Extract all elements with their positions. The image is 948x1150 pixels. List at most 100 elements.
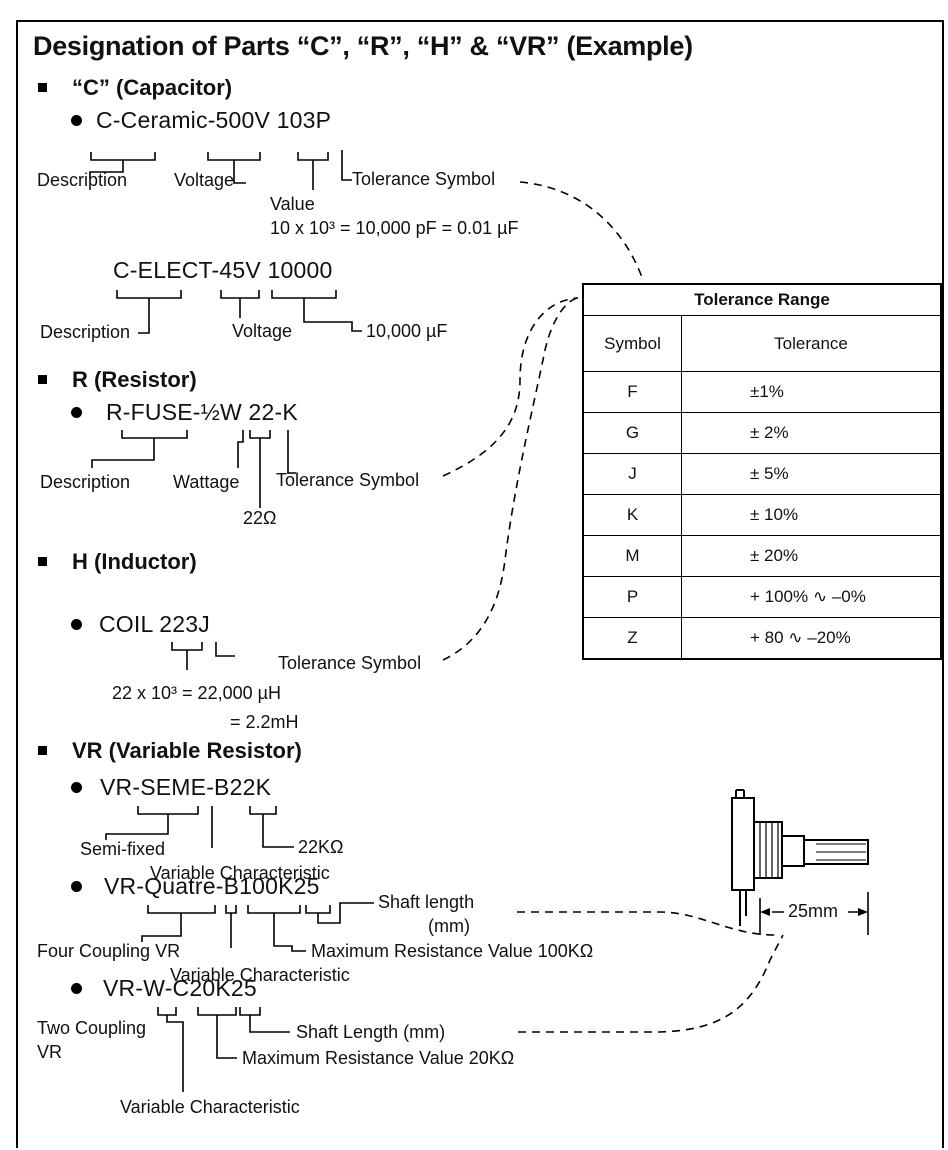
vr-seme-code: VR-SEME-B22K <box>100 774 272 800</box>
vr-quatre-max-label: Maximum Resistance Value 100KΩ <box>311 941 594 961</box>
leader-quatre-shaft <box>317 902 374 924</box>
vr-quatre-variable-label: Variable Characteristic <box>170 965 350 985</box>
ceramic-value-label: Value <box>270 194 315 214</box>
vr-seme-semi-label: Semi-fixed <box>80 839 166 859</box>
table-row: G ± 2% <box>582 412 942 454</box>
tolerance-cell: ±1% <box>681 371 942 413</box>
tolerance-table-title: Tolerance Range <box>582 283 942 316</box>
vr-w-variable-label: Variable Characteristic <box>120 1097 300 1117</box>
vr-w-shaft-label: Shaft Length (mm) <box>296 1022 446 1042</box>
leader-elect-value <box>303 298 362 332</box>
pot-terminals <box>739 890 747 926</box>
vr-w-two-label: Two Coupling <box>37 1018 147 1038</box>
bracket-seme-semi <box>137 806 199 815</box>
pot-nut <box>781 835 805 867</box>
bullet-dot <box>71 115 82 126</box>
leader-quatre-max <box>273 913 306 952</box>
bullet-dot <box>71 983 82 994</box>
pot-shaft <box>803 839 869 865</box>
bracket-coil-value <box>171 642 203 651</box>
coil-tolerance-label: Tolerance Symbol <box>278 653 422 673</box>
coil-calculation-mh: = 2.2mH <box>230 712 299 732</box>
bracket-ceramic-value <box>297 152 329 161</box>
bracket-w-max <box>197 1007 237 1016</box>
leader-seme-semi <box>105 814 169 840</box>
bracket-w-var <box>157 1007 177 1016</box>
tolerance-cell: ± 10% <box>681 494 942 536</box>
coil-calculation: 22 x 10³ = 22,000 µH <box>112 683 281 703</box>
bracket-quatre-shaft <box>305 905 331 914</box>
fuse-code: R-FUSE-½W 22-K <box>106 399 298 425</box>
leader-ceramic-voltage <box>233 160 246 184</box>
column-header-tolerance: Tolerance <box>681 315 942 372</box>
dash-ceramic-tol <box>519 181 644 281</box>
dash-fuse-tol <box>442 297 579 477</box>
tolerance-range-table: Tolerance Range Symbol Tolerance F ±1% G… <box>582 283 942 660</box>
page-frame <box>16 20 944 1148</box>
elect-value-label: 10,000 µF <box>366 321 448 341</box>
dash-coil-tol <box>442 296 581 661</box>
ceramic-code: C-Ceramic-500V 103P <box>96 107 332 133</box>
leader-w-shaft <box>249 1015 290 1033</box>
vr-quatre-code: VR-Quatre-B100K25 <box>104 873 320 899</box>
symbol-cell: Z <box>582 617 682 660</box>
vr-seme-variable-label: Variable Characteristic <box>150 863 330 883</box>
tolerance-cell: + 100% ∿ –0% <box>681 576 942 618</box>
leader-w-var <box>166 1015 184 1092</box>
leader-fuse-desc <box>91 438 155 468</box>
ceramic-voltage-label: Voltage <box>174 170 235 190</box>
fuse-wattage-label: Wattage <box>173 472 240 492</box>
fuse-value-label: 22Ω <box>243 508 277 528</box>
coil-code: COIL 223J <box>99 611 210 637</box>
leader-quatre-four <box>141 913 182 942</box>
symbol-cell: P <box>582 576 682 618</box>
dash-w-shaft <box>518 934 784 1033</box>
dash-quatre-shaft <box>517 911 776 936</box>
bracket-fuse-value <box>249 430 271 439</box>
vr-w-two-label-vr: VR <box>37 1042 63 1062</box>
leader-ceramic-tol <box>341 150 352 181</box>
bracket-quatre-max <box>247 905 301 914</box>
pot-body <box>731 797 755 891</box>
dim-arrow-right <box>858 908 868 916</box>
bracket-ceramic-voltage <box>207 152 261 161</box>
ceramic-tolerance-label: Tolerance Symbol <box>352 169 496 189</box>
ceramic-description-label: Description <box>37 170 128 190</box>
elect-description-label: Description <box>40 322 131 342</box>
leader-ceramic-desc <box>89 160 124 178</box>
section-vr-heading: VR (Variable Resistor) <box>72 738 302 763</box>
bracket-fuse-desc <box>121 430 188 439</box>
vr-quatre-shaft-label: Shaft length <box>378 892 475 912</box>
potentiometer-illustration <box>731 789 869 926</box>
vr-w-max-label: Maximum Resistance Value 20KΩ <box>242 1048 515 1068</box>
bullet-square <box>38 557 47 566</box>
bullet-dot <box>71 407 82 418</box>
bracket-elect-desc <box>116 290 182 299</box>
bullet-dot <box>71 619 82 630</box>
bullet-square <box>38 83 47 92</box>
tolerance-cell: ± 2% <box>681 412 942 454</box>
vr-w-code: VR-W-C20K25 <box>103 975 257 1001</box>
elect-voltage-label: Voltage <box>232 321 293 341</box>
page-title: Designation of Parts “C”, “R”, “H” & “VR… <box>33 31 693 61</box>
bracket-quatre-var <box>225 905 237 914</box>
vr-seme-value-label: 22KΩ <box>298 837 344 857</box>
section-inductor-heading: H (Inductor) <box>72 549 197 574</box>
table-row: F ±1% <box>582 371 942 413</box>
table-row: J ± 5% <box>582 453 942 495</box>
table-row: K ± 10% <box>582 494 942 536</box>
bullet-square <box>38 375 47 384</box>
table-row: P + 100% ∿ –0% <box>582 576 942 618</box>
tolerance-cell: ± 5% <box>681 453 942 495</box>
vr-quatre-four-label: Four Coupling VR <box>37 941 181 961</box>
symbol-cell: J <box>582 453 682 495</box>
leader-coil-tol <box>215 642 235 657</box>
bullet-dot <box>71 782 82 793</box>
leader-seme-value <box>262 814 294 848</box>
bracket-seme-value <box>249 806 277 815</box>
shaft-dimension-label: 25mm <box>786 901 841 921</box>
bracket-w-shaft <box>239 1007 261 1016</box>
dim-arrows <box>760 908 868 916</box>
